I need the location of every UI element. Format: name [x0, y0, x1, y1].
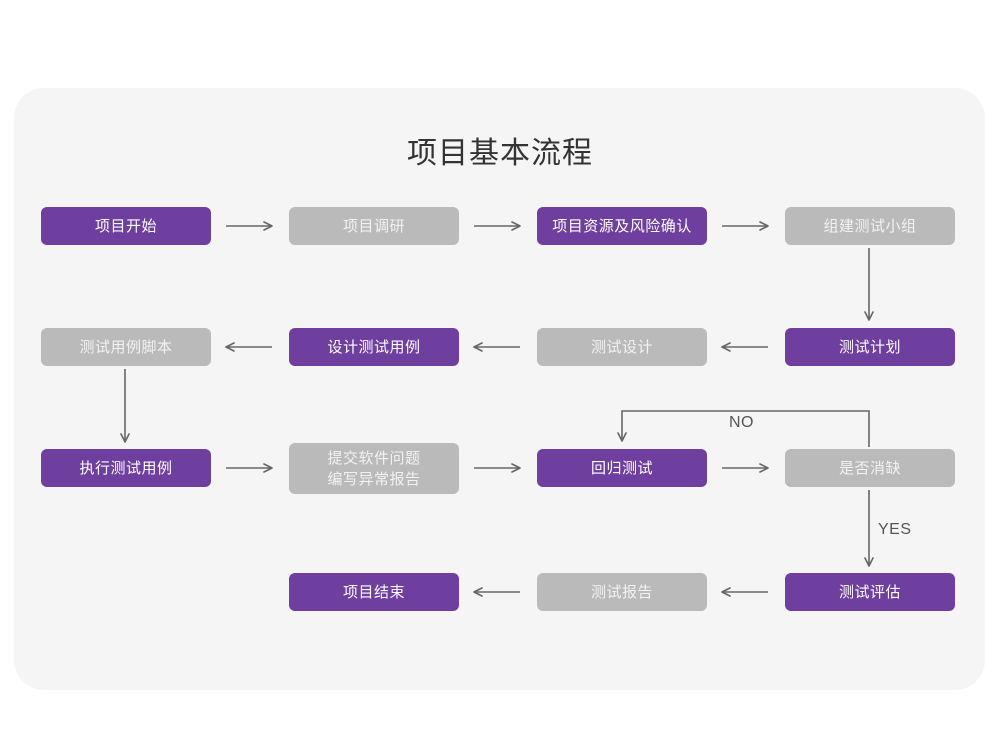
edge-label-no: NO — [729, 414, 754, 431]
node-project-start[interactable]: 项目开始 — [41, 207, 211, 245]
node-defect-resolved[interactable]: 是否消缺 — [785, 449, 955, 487]
page-title: 项目基本流程 — [407, 137, 593, 170]
node-test-design[interactable]: 测试设计 — [537, 328, 707, 366]
node-resource-risk-confirm[interactable]: 项目资源及风险确认 — [537, 207, 707, 245]
node-project-end[interactable]: 项目结束 — [289, 573, 459, 611]
node-design-test-case[interactable]: 设计测试用例 — [289, 328, 459, 366]
node-test-case-script[interactable]: 测试用例脚本 — [41, 328, 211, 366]
node-project-research[interactable]: 项目调研 — [289, 207, 459, 245]
node-test-evaluation[interactable]: 测试评估 — [785, 573, 955, 611]
node-form-test-team[interactable]: 组建测试小组 — [785, 207, 955, 245]
node-execute-test-case[interactable]: 执行测试用例 — [41, 449, 211, 487]
node-test-plan[interactable]: 测试计划 — [785, 328, 955, 366]
node-submit-issue-report[interactable]: 提交软件问题 编写异常报告 — [289, 443, 459, 494]
edge-label-yes: YES — [878, 521, 912, 538]
node-regression-test[interactable]: 回归测试 — [537, 449, 707, 487]
node-test-report[interactable]: 测试报告 — [537, 573, 707, 611]
